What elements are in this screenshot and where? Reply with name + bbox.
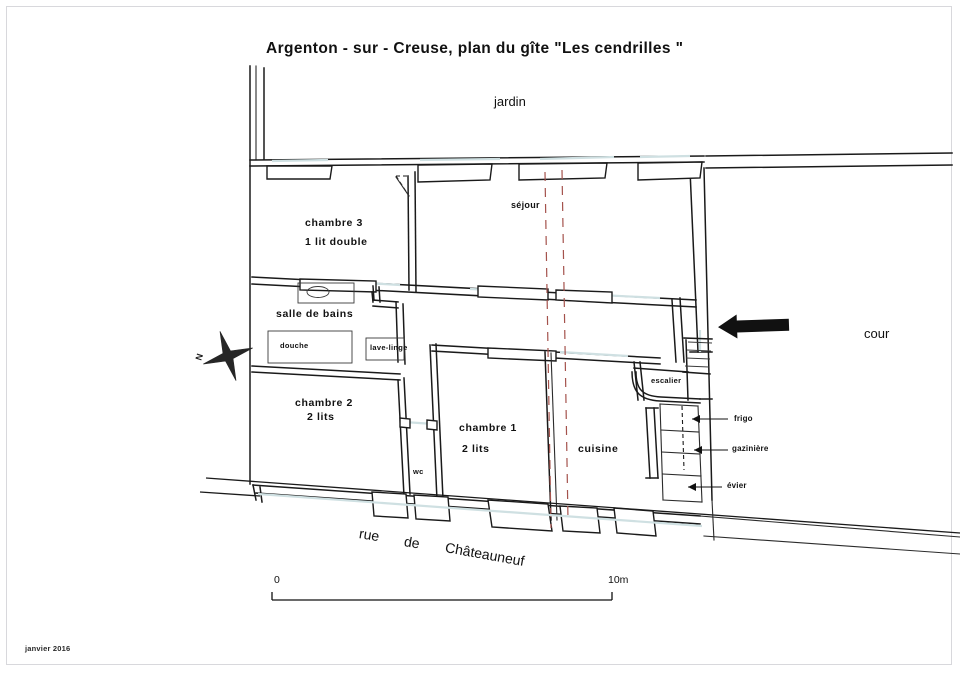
room-label-wc: wc [413,467,424,476]
fixture-label-evier: évier [727,481,747,490]
entrance-arrow-icon [718,314,790,339]
room-detail-chambre-1: 2 lits [462,443,490,455]
label-cour: cour [864,326,890,341]
room-detail-chambre-3: 1 lit double [305,236,368,248]
window-openings-top [271,154,691,163]
entry-zone [689,330,713,353]
room-detail-chambre-2: 2 lits [307,411,335,423]
room-label-sejour: séjour [511,200,540,210]
room-label-cuisine: cuisine [578,443,619,455]
courtyard-boundary [703,499,960,555]
compass-rose-icon [203,331,253,381]
interior-partitions [251,171,697,521]
kitchen-appliance-boxes [659,403,703,503]
fixture-label-frigo: frigo [734,414,753,423]
room-label-chambre-2: chambre 2 [295,397,353,409]
fixture-label-douche: douche [280,341,309,350]
label-jardin: jardin [494,94,526,109]
section-axis-lines [544,169,569,529]
street-lines [199,477,960,538]
scale-end-label: 10m [608,574,629,586]
page-title: Argenton - sur - Creuse, plan du gîte "L… [266,40,684,57]
fixture-label-lave-linge: lave-linge [370,343,408,352]
room-label-chambre-3: chambre 3 [305,217,363,229]
wall-niches-top [266,161,703,183]
street-word-de: de [403,533,421,552]
scale-start-label: 0 [274,574,280,586]
room-label-chambre-1: chambre 1 [459,422,517,434]
room-label-salle-de-bains: salle de bains [276,308,354,320]
bathroom-fixtures [267,282,405,364]
room-label-escalier: escalier [651,376,682,385]
street-facade-niches [252,484,657,537]
date-stamp: janvier 2016 [25,644,71,653]
scale-bar [271,592,613,601]
callout-leaders [688,415,728,491]
fixture-label-gaziniere: gazinière [732,444,769,453]
escalier-stairs [631,337,713,404]
street-word-rue: rue [358,525,381,545]
